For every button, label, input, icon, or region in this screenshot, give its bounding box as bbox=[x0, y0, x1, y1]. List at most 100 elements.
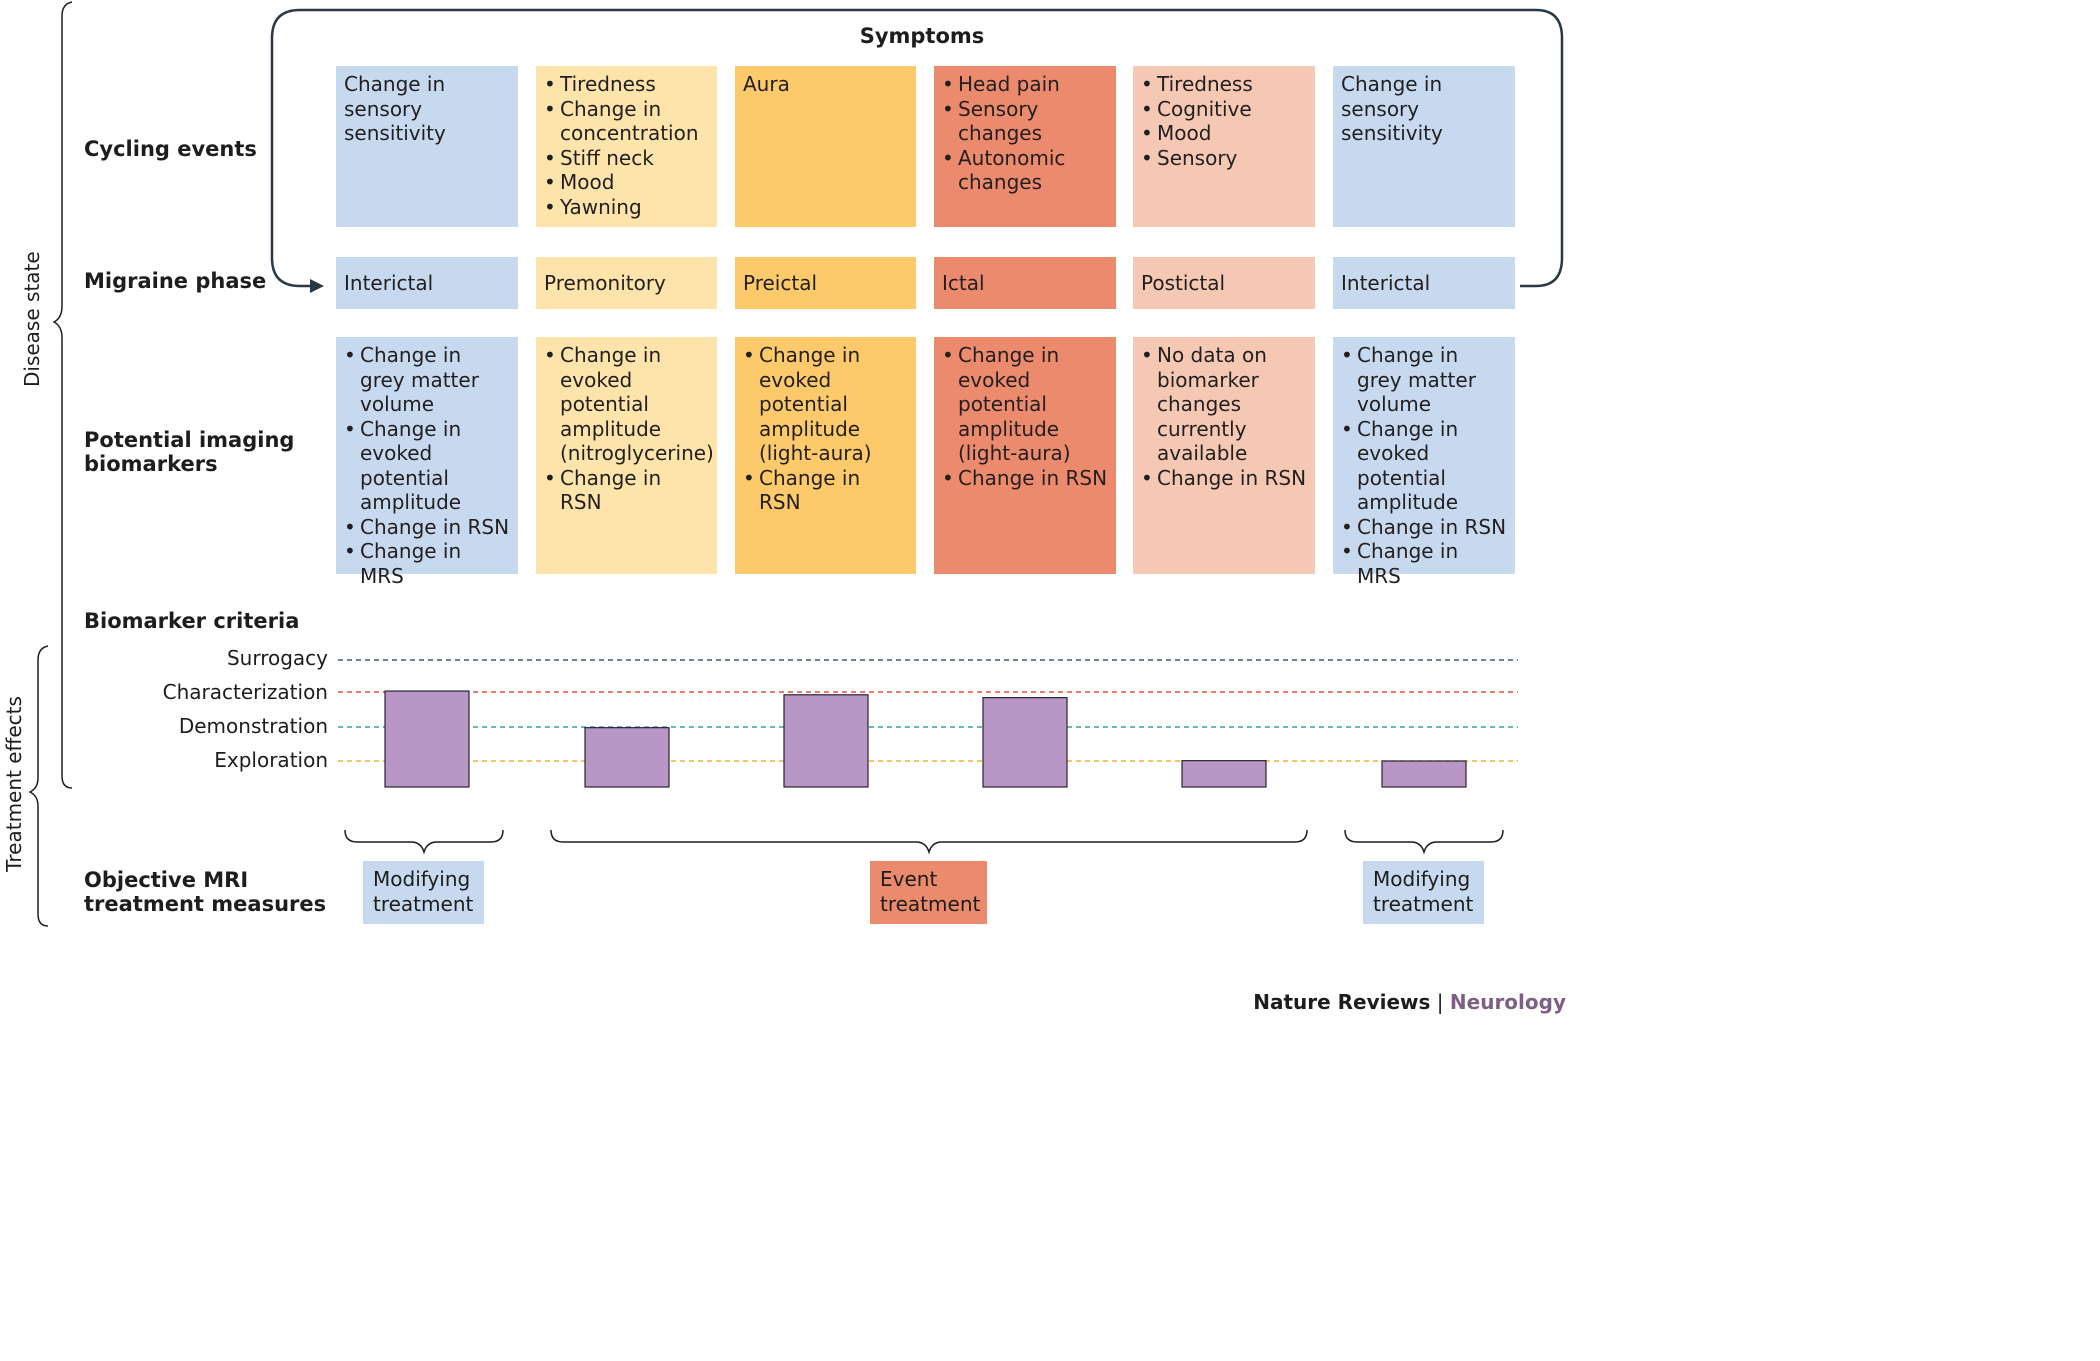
biomarkers-box-premonitory: Change in evoked potential amplitude (ni… bbox=[536, 337, 717, 574]
brace-modifying-1 bbox=[344, 829, 504, 855]
phase-box-preictal: Preictal bbox=[735, 257, 916, 309]
biomarker-item: Change in MRS bbox=[1341, 539, 1507, 588]
mri-label-line2: treatment measures bbox=[84, 892, 327, 916]
mri-label-line1: Objective MRI bbox=[84, 868, 249, 892]
treatment-line2: treatment bbox=[373, 891, 474, 916]
biomarker-list: No data on biomarker changes currently a… bbox=[1141, 343, 1307, 490]
symptoms-list: Tiredness Cognitive Mood Sensory bbox=[1141, 72, 1307, 170]
biomarker-item: Change in RSN bbox=[1141, 466, 1307, 491]
biomarker-item: Change in evoked potential amplitude bbox=[1341, 417, 1507, 515]
biomarker-item: Change in RSN bbox=[344, 515, 510, 540]
mri-measures-label: Objective MRI treatment measures bbox=[84, 868, 326, 916]
disease-state-brace bbox=[52, 1, 73, 789]
treatment-box-modifying-1: Modifying treatment bbox=[363, 861, 484, 924]
biomarker-item: Change in RSN bbox=[544, 466, 709, 515]
biomarker-list: Change in grey matter volume Change in e… bbox=[1341, 343, 1507, 588]
symptoms-box-interictal-1: Change in sensory sensitivity bbox=[336, 66, 518, 227]
phase-box-interictal-1: Interictal bbox=[336, 257, 518, 309]
treatment-box-modifying-2: Modifying treatment bbox=[1363, 861, 1484, 924]
symptom-item: Sensory changes bbox=[942, 97, 1108, 146]
journal-credit: Nature Reviews | Neurology bbox=[1253, 990, 1566, 1014]
biomarker-item: Change in grey matter volume bbox=[1341, 343, 1507, 417]
biomarker-item: No data on biomarker changes currently a… bbox=[1141, 343, 1307, 466]
symptom-item: Tiredness bbox=[1141, 72, 1307, 97]
journal-name: Nature Reviews bbox=[1253, 990, 1431, 1014]
treatment-braces bbox=[344, 829, 1504, 855]
cycle-arrow bbox=[270, 8, 1564, 293]
biomarker-item: Change in grey matter volume bbox=[344, 343, 510, 417]
biomarkers-box-interictal-1: Change in grey matter volume Change in e… bbox=[336, 337, 518, 588]
symptoms-box-postictal: Tiredness Cognitive Mood Sensory bbox=[1133, 66, 1315, 227]
phase-box-postictal: Postictal bbox=[1133, 257, 1315, 309]
biomarker-list: Change in evoked potential amplitude (ni… bbox=[544, 343, 714, 515]
biomarker-list: Change in evoked potential amplitude (li… bbox=[743, 343, 908, 515]
biomarker-item: Change in evoked potential amplitude (li… bbox=[743, 343, 908, 466]
symptom-item: Cognitive bbox=[1141, 97, 1307, 122]
symptom-item: Sensory bbox=[1141, 146, 1307, 171]
criteria-bar-postictal-4 bbox=[1181, 760, 1267, 788]
biomarker-item: Change in RSN bbox=[942, 466, 1108, 491]
brace-modifying-2 bbox=[1344, 829, 1504, 855]
criteria-bar-interictal-5 bbox=[1381, 760, 1467, 788]
phase-box-premonitory: Premonitory bbox=[536, 257, 717, 309]
biomarker-criteria-chart bbox=[338, 659, 1518, 788]
phase-box-interictal-2: Interictal bbox=[1333, 257, 1515, 309]
journal-separator: | bbox=[1436, 990, 1444, 1014]
criteria-bar-preictal-2 bbox=[783, 694, 869, 788]
symptoms-box-preictal: Aura bbox=[735, 66, 916, 227]
symptom-item: Mood bbox=[1141, 121, 1307, 146]
criteria-label-characterization: Characterization bbox=[162, 680, 328, 704]
symptoms-list: Tiredness Change in concentration Stiff … bbox=[544, 72, 709, 219]
biomarker-list: Change in evoked potential amplitude (li… bbox=[942, 343, 1108, 490]
criteria-bar-ictal-3 bbox=[982, 696, 1068, 788]
criteria-label-demonstration: Demonstration bbox=[178, 714, 328, 738]
cycle-arrowhead-icon bbox=[310, 279, 324, 293]
biomarker-item: Change in RSN bbox=[1341, 515, 1507, 540]
symptom-item: Mood bbox=[544, 170, 709, 195]
biomarkers-box-ictal: Change in evoked potential amplitude (li… bbox=[934, 337, 1116, 574]
imaging-label-line2: biomarkers bbox=[84, 452, 218, 476]
symptoms-text: Change in sensory sensitivity bbox=[1341, 72, 1443, 145]
brace-event bbox=[550, 829, 1308, 855]
criteria-label-exploration: Exploration bbox=[214, 748, 328, 772]
symptom-item: Stiff neck bbox=[544, 146, 709, 171]
biomarker-item: Change in MRS bbox=[344, 539, 510, 588]
symptoms-text: Aura bbox=[743, 72, 790, 96]
biomarker-item: Change in evoked potential amplitude (li… bbox=[942, 343, 1108, 466]
treatment-line2: treatment bbox=[880, 891, 981, 916]
migraine-phase-label: Migraine phase bbox=[84, 269, 267, 293]
biomarkers-box-postictal: No data on biomarker changes currently a… bbox=[1133, 337, 1315, 574]
criteria-label-surrogacy: Surrogacy bbox=[226, 646, 328, 670]
criteria-bar-premonitory-1 bbox=[584, 727, 670, 788]
symptoms-list: Head pain Sensory changes Autonomic chan… bbox=[942, 72, 1108, 195]
treatment-line2: treatment bbox=[1373, 891, 1474, 916]
treatment-line1: Modifying bbox=[373, 867, 471, 891]
symptom-item: Change in concentration bbox=[544, 97, 709, 146]
treatment-line1: Event bbox=[880, 867, 938, 891]
biomarker-criteria-label: Biomarker criteria bbox=[84, 609, 300, 633]
side-braces bbox=[28, 1, 73, 927]
journal-section: Neurology bbox=[1449, 990, 1566, 1014]
symptom-item: Head pain bbox=[942, 72, 1108, 97]
phase-box-ictal: Ictal bbox=[934, 257, 1116, 309]
biomarker-item: Change in evoked potential amplitude bbox=[344, 417, 510, 515]
symptom-item: Yawning bbox=[544, 195, 709, 220]
symptom-item: Autonomic changes bbox=[942, 146, 1108, 195]
imaging-label-line1: Potential imaging bbox=[84, 428, 295, 452]
cycling-events-label: Cycling events bbox=[84, 137, 257, 161]
symptoms-box-interictal-2: Change in sensory sensitivity bbox=[1333, 66, 1515, 227]
biomarkers-box-interictal-2: Change in grey matter volume Change in e… bbox=[1333, 337, 1515, 588]
symptom-item: Tiredness bbox=[544, 72, 709, 97]
biomarkers-box-preictal: Change in evoked potential amplitude (li… bbox=[735, 337, 916, 574]
symptoms-box-ictal: Head pain Sensory changes Autonomic chan… bbox=[934, 66, 1116, 227]
treatment-line1: Modifying bbox=[1373, 867, 1471, 891]
biomarker-list: Change in grey matter volume Change in e… bbox=[344, 343, 510, 588]
treatment-box-event: Event treatment bbox=[870, 861, 987, 924]
imaging-biomarkers-label: Potential imaging biomarkers bbox=[84, 428, 294, 476]
criteria-bar-interictal-0 bbox=[384, 690, 470, 788]
symptoms-text: Change in sensory sensitivity bbox=[344, 72, 446, 145]
treatment-effects-brace bbox=[28, 645, 49, 927]
symptoms-box-premonitory: Tiredness Change in concentration Stiff … bbox=[536, 66, 717, 227]
biomarker-item: Change in RSN bbox=[743, 466, 908, 515]
symptoms-title: Symptoms bbox=[859, 24, 985, 48]
